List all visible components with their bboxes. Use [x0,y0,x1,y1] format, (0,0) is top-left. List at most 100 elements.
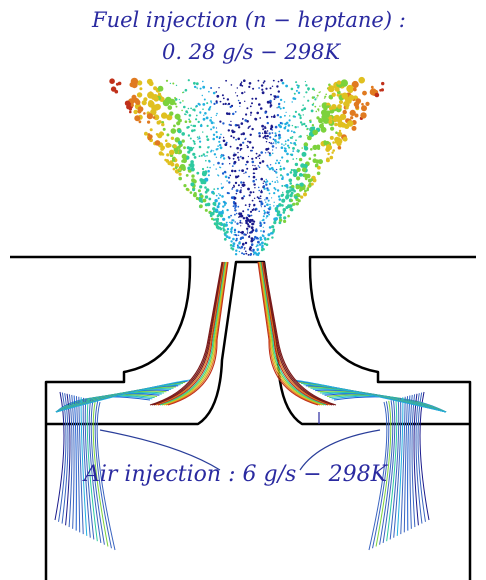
droplet [313,96,316,98]
droplet [184,120,188,123]
droplet [281,177,284,180]
droplet [260,206,262,208]
streamline [386,399,398,542]
droplet [261,160,265,163]
droplet [299,121,303,124]
droplet [161,122,165,127]
droplet [269,136,272,139]
droplet [185,187,189,191]
streamline [155,261,225,406]
droplet [239,143,243,147]
droplet [268,182,272,186]
droplet [237,126,241,129]
streamline [379,400,394,545]
droplet [277,90,280,93]
streamline [94,401,112,549]
droplet [281,175,284,177]
droplet [136,92,143,98]
droplet [135,99,141,106]
droplet [184,88,188,92]
droplet [257,155,259,158]
droplet [301,186,306,190]
droplet [246,107,249,110]
droplet [222,227,225,230]
droplet [174,113,181,120]
droplet [249,231,251,234]
droplet [166,133,170,137]
droplet [322,117,330,124]
droplet [273,217,277,221]
droplet [290,168,293,172]
droplet [169,111,174,116]
streamline [310,387,447,413]
droplet [215,100,218,103]
droplet [274,188,277,191]
droplet [268,167,272,171]
droplet [243,233,246,236]
droplet [256,248,259,251]
droplet [310,109,314,113]
droplet [310,119,312,121]
streamline [375,400,392,547]
droplet [291,124,294,127]
droplet [297,84,300,88]
droplet [300,163,305,168]
droplet [206,124,209,127]
droplet [266,130,269,132]
droplet [228,181,231,184]
droplet [262,128,265,131]
droplet [284,140,287,143]
droplet [209,119,212,122]
droplet [178,176,182,181]
droplet [274,135,277,138]
streamline [159,261,226,406]
droplet [360,112,367,119]
droplet [222,139,226,143]
droplet [263,187,266,190]
streamline [86,399,98,542]
droplet [239,155,242,158]
droplet [217,202,221,205]
droplet [225,79,228,82]
droplet [308,157,312,160]
droplet [274,132,277,135]
droplet [218,140,221,143]
droplet [202,80,204,83]
droplet [297,91,301,95]
droplet [255,253,258,256]
droplet [294,143,297,146]
droplet [232,242,236,246]
droplet [233,196,237,200]
droplet [193,129,196,132]
streamline [55,379,191,413]
droplet [255,156,258,159]
droplet [266,164,269,167]
droplet [244,247,246,249]
droplet [167,161,172,166]
droplet [215,91,218,93]
droplet [130,77,139,86]
droplet [263,180,266,182]
droplet [252,191,255,194]
droplet [247,127,250,129]
droplet [154,140,161,146]
droplet [246,232,249,234]
droplet [258,87,260,89]
droplet [276,95,280,99]
droplet [264,152,267,154]
droplet [233,160,237,164]
droplet [271,236,274,239]
droplet [187,166,191,170]
droplet [241,196,244,200]
droplet [192,147,195,149]
droplet [275,171,278,174]
droplet [273,114,276,116]
droplet [174,150,179,155]
droplet [260,190,263,194]
droplet [243,248,245,250]
droplet [232,237,235,241]
droplet [220,156,222,159]
droplet [276,176,278,178]
droplet [239,219,242,222]
droplet [301,108,304,112]
